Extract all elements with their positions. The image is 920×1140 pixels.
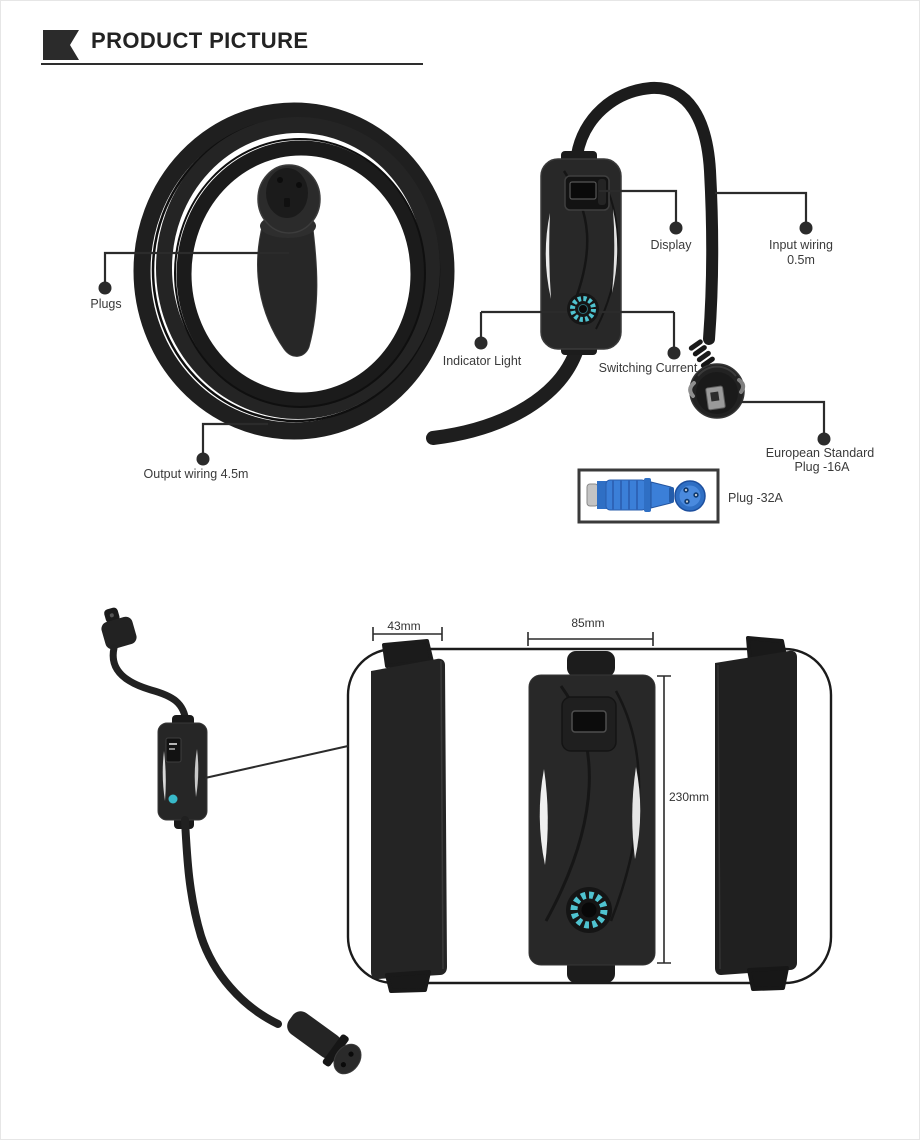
body-accent-right: [612, 209, 618, 293]
callout-label-input-wiring-len: 0.5m: [787, 253, 815, 267]
overview-wall-plug: [101, 607, 137, 650]
callout-label-indicator-light: Indicator Light: [442, 354, 522, 368]
page-title: PRODUCT PICTURE: [91, 28, 309, 53]
title-underline: [41, 63, 423, 65]
zoom-leader-line: [204, 745, 349, 779]
callout-label-plug-16a: Plug -16A: [794, 460, 850, 474]
indicator-ring: [567, 293, 599, 325]
front-indicator-ring: [566, 887, 612, 933]
callout-line-display: [599, 189, 678, 228]
panel-side-left: [371, 639, 447, 993]
callout-label-switching-current: Switching Current: [598, 361, 698, 375]
schuko-plug: [688, 339, 746, 419]
callout-label-plug-32a: Plug -32A: [728, 491, 783, 505]
product-annotated-figure: [98, 81, 831, 524]
callout-line-input-wiring: [715, 191, 808, 228]
callout-label-output-wiring: Output wiring 4.5m: [143, 467, 249, 481]
callout-lines: [103, 189, 826, 459]
dimension-label-85mm: 85mm: [571, 616, 605, 630]
dimension-label-43mm: 43mm: [387, 619, 421, 633]
section-marker-icon: [43, 30, 79, 60]
overview-ev-connector: [287, 1011, 362, 1075]
input-cable: [571, 81, 719, 345]
control-unit: [540, 151, 622, 355]
dimension-line-43mm: [372, 627, 443, 641]
overview-control-unit: [157, 715, 208, 829]
panel-side-right: [715, 636, 797, 991]
callout-line-european-standard: [740, 400, 826, 439]
front-accent-left: [539, 769, 548, 865]
display-screen: [564, 175, 610, 211]
product-dimension-figure: [101, 607, 833, 1075]
callout-label-european-standard: European Standard: [765, 446, 875, 460]
callout-label-input-wiring: Input wiring: [769, 238, 833, 252]
callout-label-plugs: Plugs: [90, 297, 122, 311]
body-accent-left: [545, 213, 551, 299]
ev-connector: [257, 164, 321, 357]
dimension-lines: [372, 627, 671, 964]
overview-device: [101, 607, 362, 1075]
front-accent-right: [632, 767, 641, 859]
dimension-line-230mm: [657, 675, 671, 964]
plug-32a-image: [577, 468, 720, 524]
panel-front: [528, 651, 656, 983]
dimension-line-85mm: [527, 632, 654, 646]
output-cable-coil: [133, 102, 585, 445]
dimension-label-230mm: 230mm: [669, 790, 710, 804]
callout-dots: [98, 221, 831, 466]
callout-line-plugs: [103, 251, 289, 288]
front-display-screen: [561, 696, 617, 752]
callout-line-output-wiring: [201, 422, 268, 459]
callout-label-display: Display: [650, 238, 692, 252]
